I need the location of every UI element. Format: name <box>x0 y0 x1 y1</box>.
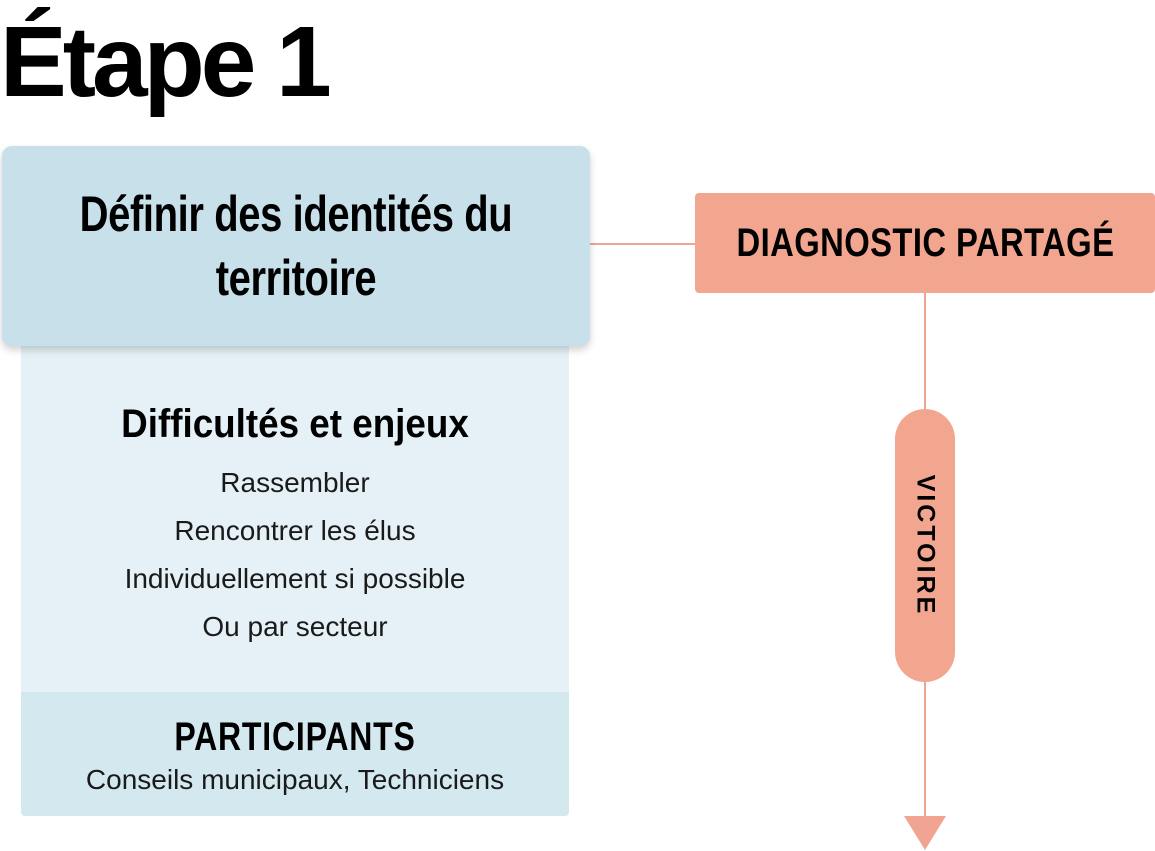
challenges-list: Rassembler Rencontrer les élus Individue… <box>21 459 569 651</box>
challenge-item: Rassembler <box>220 467 370 498</box>
participants-panel: PARTICIPANTS Conseils municipaux, Techni… <box>21 692 569 816</box>
diagnostic-box: DIAGNOSTIC PARTAGÉ <box>695 193 1155 293</box>
identity-definition-title: Définir des identités du territoire <box>79 186 513 306</box>
victory-pill: VICTOIRE <box>895 409 955 682</box>
participants-list: Conseils municipaux, Techniciens <box>85 764 505 795</box>
challenge-item: Ou par secteur <box>202 611 388 642</box>
connector-vertical-bottom <box>924 680 926 820</box>
page-title: Étape 1 <box>0 6 332 118</box>
challenges-panel: Difficultés et enjeux Rassembler Rencont… <box>21 346 569 692</box>
victory-label: VICTOIRE <box>911 474 940 617</box>
connector-vertical-top <box>924 292 926 410</box>
challenge-item: Rencontrer les élus <box>174 515 416 546</box>
challenge-item: Individuellement si possible <box>124 563 466 594</box>
connector-horizontal <box>590 243 695 245</box>
diagnostic-label: DIAGNOSTIC PARTAGÉ <box>736 220 1114 265</box>
challenges-title: Difficultés et enjeux <box>121 402 469 446</box>
arrow-down-icon <box>904 816 946 850</box>
identity-definition-box: Définir des identités du territoire <box>2 146 590 346</box>
participants-title: PARTICIPANTS <box>174 715 416 759</box>
